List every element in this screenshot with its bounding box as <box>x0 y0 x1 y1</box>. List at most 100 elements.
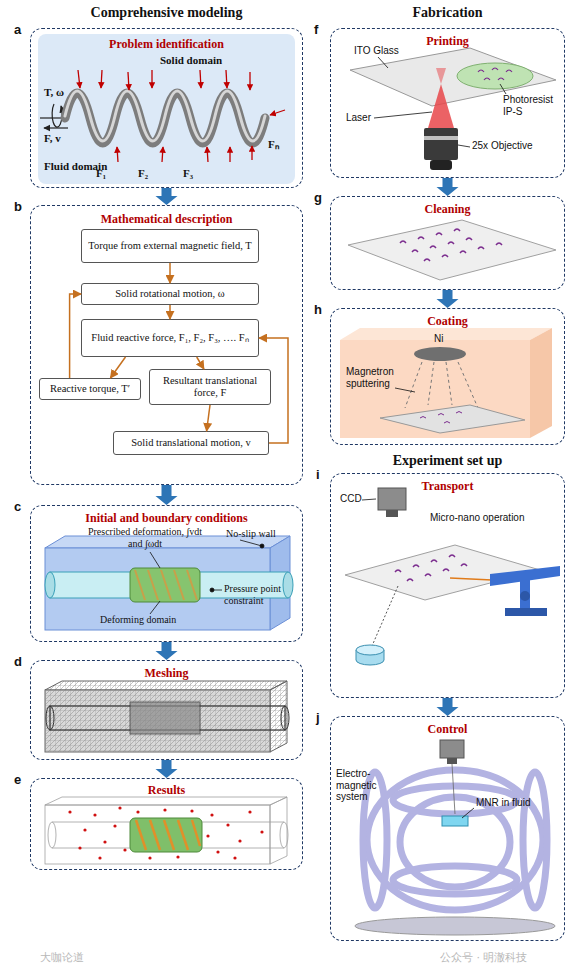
force-label: F₃ <box>183 167 193 179</box>
streamline-dots <box>238 839 241 842</box>
part-label: CCD <box>340 493 362 505</box>
result-box <box>48 822 56 848</box>
stage-panel: Mathematical descriptionTorque from exte… <box>30 205 303 485</box>
panel-letter: c <box>14 499 21 514</box>
causal-arrow <box>110 357 125 378</box>
panel-letter: d <box>14 654 22 669</box>
mesh-box <box>45 681 289 752</box>
force-arrows <box>229 147 230 162</box>
column-title: Comprehensive modeling <box>30 5 303 21</box>
panel-heading: Cleaning <box>331 202 564 217</box>
base-platform <box>355 917 555 935</box>
result-box <box>45 797 288 864</box>
condition-label: No-slip wall <box>226 528 276 540</box>
nickel-target <box>395 388 415 392</box>
helix-coil <box>65 91 265 143</box>
sputter-chamber <box>340 340 530 438</box>
streamline-dots <box>123 848 126 851</box>
micro-manipulator <box>450 578 492 580</box>
force-arrows <box>249 72 250 90</box>
force-label: Fₙ <box>268 136 279 151</box>
force-arrows <box>101 70 102 88</box>
fluid-dish <box>442 764 474 826</box>
box-text: Reactive torque, T′ <box>50 383 130 395</box>
force-arrows <box>207 147 208 162</box>
condition-label: Deforming domain <box>100 614 176 626</box>
fluid-dish <box>356 586 398 665</box>
micro-manipulator <box>520 580 530 610</box>
causal-arrow <box>207 405 210 431</box>
streamline-dots <box>206 834 209 837</box>
leader-line <box>210 588 214 592</box>
streamline-dots <box>216 850 219 853</box>
streamline-dots <box>93 813 96 816</box>
force-arrows <box>151 70 152 88</box>
streamline-dots <box>176 855 179 858</box>
ccd-camera <box>440 740 464 764</box>
sputter-chamber <box>530 328 552 438</box>
force-label: F₁ <box>96 167 106 179</box>
force-arrows <box>78 70 80 88</box>
stage-panel: Cleaning <box>330 196 565 290</box>
streamline-dots <box>83 828 86 831</box>
streamline-dots <box>68 810 71 813</box>
streamline-dots <box>233 856 236 859</box>
result-box <box>45 805 270 864</box>
nickel-target <box>420 412 462 424</box>
sputter-chamber <box>340 328 552 340</box>
motion-label: F, v <box>44 132 61 144</box>
flow-arrow <box>156 485 178 505</box>
condition-label: Pressure point constraint <box>224 583 300 606</box>
mesh-box <box>45 690 270 752</box>
helmholtz-coils <box>523 772 547 908</box>
flow-arrow <box>156 760 178 778</box>
streamline-dots <box>210 813 213 816</box>
micro-manipulator <box>450 566 560 616</box>
nickel-target <box>414 347 466 361</box>
force-arrows <box>128 72 129 90</box>
panel-letter: a <box>14 22 21 37</box>
leader-line <box>150 601 160 614</box>
streamline-dots <box>226 823 229 826</box>
mesh-box <box>45 690 270 752</box>
force-arrows <box>251 146 252 160</box>
mesh-box <box>281 706 289 730</box>
fluid-domain-fill <box>38 34 295 184</box>
part-label: Ni <box>434 333 443 345</box>
motion-label: T, ω <box>44 86 64 98</box>
streamline-dots <box>98 856 101 859</box>
streamline-dots <box>148 856 151 859</box>
streamline-dots <box>260 830 263 833</box>
leader-line <box>500 84 506 94</box>
ccd-camera <box>440 740 464 758</box>
flow-arrow <box>437 290 459 308</box>
process-box: Reactive torque, T′ <box>39 378 141 400</box>
causal-arrow <box>169 305 171 319</box>
nickel-target <box>380 347 525 433</box>
laser-beam <box>428 84 454 128</box>
causal-arrow <box>169 263 171 283</box>
fluid-dish <box>462 808 474 818</box>
rotation-arrow <box>52 104 62 127</box>
panel-heading: Results <box>31 783 302 798</box>
ccd-camera <box>362 488 406 517</box>
panel-heading: Coating <box>331 314 564 329</box>
streamline-dots <box>118 806 121 809</box>
part-label: 25x Objective <box>472 140 533 152</box>
flow-arrow <box>156 188 178 205</box>
panel-letter: i <box>316 467 320 482</box>
mesh-box <box>130 702 200 734</box>
streamline-dots <box>103 840 106 843</box>
box-text: Torque from external magnetic field, T <box>88 240 252 252</box>
column-title: Fabrication <box>330 5 565 21</box>
part-label: ITO Glass <box>354 45 399 57</box>
objective-lens <box>424 136 458 140</box>
mesh-box <box>45 681 287 690</box>
mesh-box <box>46 706 54 730</box>
base-platform <box>355 917 555 935</box>
ccd-camera <box>447 758 457 764</box>
panel-letter: e <box>14 772 21 787</box>
laser-beam <box>436 68 446 84</box>
force-arrows <box>270 110 285 115</box>
fluid-domain-fill <box>38 34 295 184</box>
